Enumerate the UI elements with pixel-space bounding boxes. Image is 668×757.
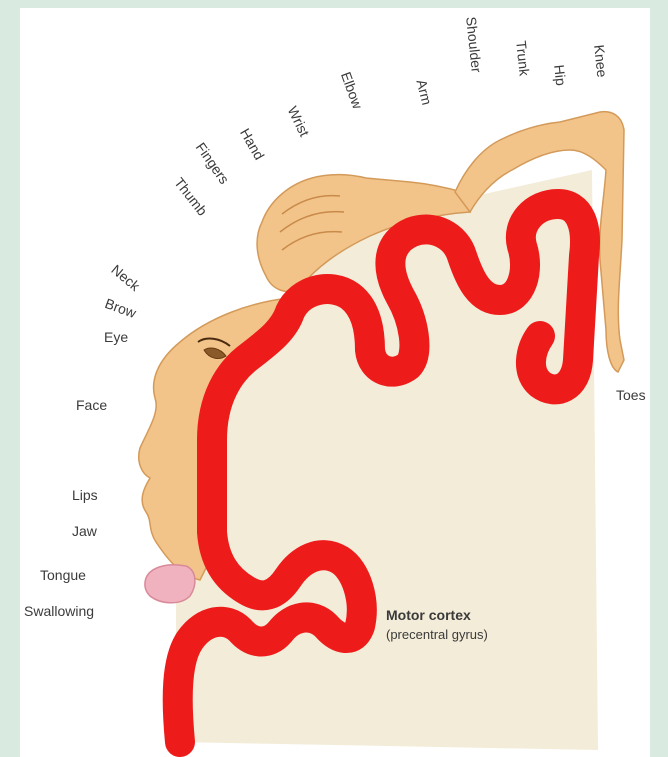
label-eye: Eye: [104, 330, 128, 344]
caption-subtitle: (precentral gyrus): [386, 628, 488, 641]
label-face: Face: [76, 398, 107, 412]
label-knee: Knee: [592, 44, 609, 78]
label-hip: Hip: [552, 64, 568, 86]
label-jaw: Jaw: [72, 524, 97, 538]
homunculus-tongue: [145, 565, 195, 603]
caption-title: Motor cortex: [386, 608, 471, 622]
label-lips: Lips: [72, 488, 98, 502]
label-trunk: Trunk: [514, 40, 532, 77]
label-swallowing: Swallowing: [24, 604, 94, 618]
label-toes: Toes: [616, 388, 646, 402]
label-tongue: Tongue: [40, 568, 86, 582]
